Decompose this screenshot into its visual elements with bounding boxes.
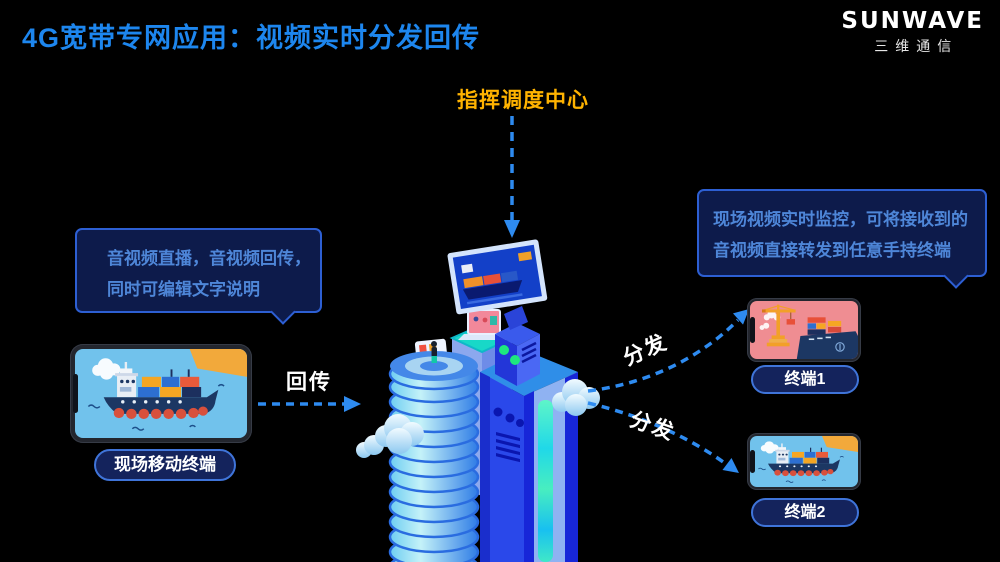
phone-notch	[73, 373, 78, 414]
page-title: 4G宽带专网应用：视频实时分发回传	[22, 23, 481, 53]
terminal1-label: 终端1	[751, 365, 859, 394]
phone-notch	[750, 317, 755, 343]
left-callout: 音视频直播，音视频回传， 同时可编辑文字说明	[75, 228, 322, 313]
cloud-icon	[356, 414, 424, 458]
glow-strip	[538, 400, 553, 562]
command-center-label: 指挥调度中心	[457, 89, 589, 112]
right-callout-line2: 音视频直接转发到任意手持终端	[713, 241, 951, 260]
cargo-ship-scene	[75, 349, 247, 438]
backhaul-label: 回传	[286, 371, 332, 394]
terminal1-phone	[747, 298, 861, 362]
phone-notch	[750, 450, 755, 473]
field-terminal-phone	[70, 344, 252, 443]
port-crane-scene	[750, 301, 858, 359]
terminal2-phone	[747, 433, 861, 490]
terminal1-screen	[750, 301, 858, 359]
distribute-label-bottom: 分发	[627, 408, 679, 445]
sunwave-logo: SUNWAVE 三维通信	[841, 8, 984, 56]
field-phone-screen	[75, 349, 247, 438]
terminal2-screen	[750, 436, 858, 487]
right-callout: 现场视频实时监控，可将接收到的 音视频直接转发到任意手持终端	[697, 189, 987, 277]
field-terminal-label: 现场移动终端	[94, 449, 236, 481]
distribute-label-top: 分发	[619, 330, 672, 371]
cylinder-tower	[388, 341, 480, 562]
logo-sub-text: 三维通信	[874, 38, 959, 54]
person-icon	[431, 341, 437, 363]
right-callout-line1: 现场视频实时监控，可将接收到的	[713, 210, 968, 229]
server-tower-illustration	[356, 239, 600, 562]
left-callout-line2: 同时可编辑文字说明	[107, 280, 260, 299]
terminal2-label: 终端2	[751, 498, 859, 527]
logo-brand-text: SUNWAVE	[841, 8, 984, 34]
cloud-icon	[552, 379, 600, 416]
tall-tower	[480, 350, 578, 562]
left-callout-line1: 音视频直播，音视频回传，	[107, 249, 311, 268]
server-box	[495, 323, 540, 386]
cargo-ship-scene	[750, 436, 858, 487]
monitor-icon	[447, 239, 548, 330]
